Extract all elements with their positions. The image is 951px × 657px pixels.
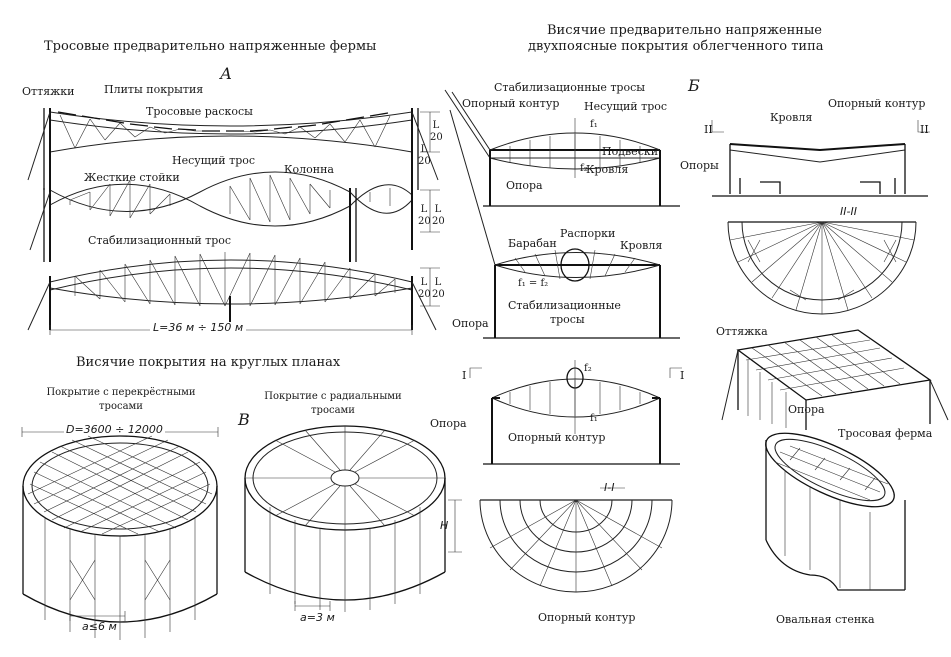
oval-wall-axonometric: [765, 432, 906, 591]
section-1-plan: [479, 487, 673, 593]
cable-truss-diagram-c: [27, 252, 440, 335]
ratio-3-top: L: [420, 204, 428, 215]
double-chord-diagram-2: [449, 109, 680, 339]
letter-a: А: [220, 64, 233, 83]
ratio-4-top: L: [434, 204, 442, 215]
label-support-contour-2: Опорный контур: [508, 431, 606, 444]
ratio-4-bottom: 20: [432, 216, 445, 227]
label-drum: Барабан: [508, 237, 557, 250]
letter-v: В: [238, 410, 250, 429]
ratio-6-bottom: 20: [432, 289, 445, 300]
label-column: Колонна: [284, 163, 334, 176]
label-cable-truss-right: Тросовая ферма: [838, 427, 933, 440]
label-guys: Оттяжки: [22, 85, 75, 98]
label-bearing-cable-middle: Несущий трос: [584, 100, 668, 113]
section-mark-ii-right: II: [920, 123, 929, 136]
heading-circular-plans: Висячие покрытия на круглых планах: [76, 355, 341, 370]
section-mark-left: I: [462, 369, 467, 382]
section-b-elevation: [711, 120, 930, 197]
heading-cable-trusses: Тросовые предварительно напряженные ферм…: [44, 39, 377, 54]
label-support-contour-3: Опорный контур: [538, 611, 636, 624]
label-support-3: Опора: [430, 417, 467, 430]
step-a-dimension: a≤6 м: [82, 620, 117, 633]
cross-cable-dome-drawing: [21, 427, 219, 640]
label-support-1: Опора: [506, 179, 543, 192]
ratio-1-top: L: [432, 120, 440, 131]
label-roofing-1: Кровля: [586, 163, 629, 176]
heading-suspended-double-1: Висячие предварительно напряженные: [547, 23, 822, 38]
radial-cable-dome-drawing: [244, 425, 462, 612]
label-stab-cable: Стабилизационный трос: [88, 234, 232, 247]
step-b-dimension: a=3 м: [300, 611, 335, 624]
label-support-contour-right: Опорный контур: [828, 97, 926, 110]
label-stab-cables-2-line-1: Стабилизационные: [508, 299, 621, 312]
section-2-plan: [727, 221, 917, 315]
ratio-1-bottom: 20: [430, 132, 443, 143]
label-supports-right: Опоры: [680, 159, 719, 172]
label-support-right: Опора: [788, 403, 825, 416]
label-stab-cables-top: Стабилизационные тросы: [494, 81, 646, 94]
cross-title-line-2: тросами: [99, 401, 143, 412]
label-roofing-right: Кровля: [770, 111, 813, 124]
double-chord-diagram-3: [469, 360, 682, 465]
label-support-2: Опора: [452, 317, 489, 330]
ratio-2-top: L: [420, 144, 428, 155]
radial-title-line-1: Покрытие с радиальными: [264, 391, 402, 402]
label-struts: Распорки: [560, 227, 616, 240]
label-guy-right: Оттяжка: [716, 325, 768, 338]
span-dimension: L=36 м ÷ 150 м: [150, 322, 247, 333]
label-f1-top: f₁: [590, 119, 598, 130]
label-f2-top: f₂: [580, 163, 588, 174]
label-support-contour-1: Опорный контур: [462, 97, 560, 110]
diameter-dimension: D=3600 ÷ 12000: [64, 423, 165, 436]
label-roofing-2: Кровля: [620, 239, 663, 252]
ratio-5-top: L: [420, 277, 428, 288]
cable-truss-diagram-b: [29, 171, 440, 262]
section-mark-ii-left: II: [704, 123, 713, 136]
height-dimension: H: [440, 519, 449, 532]
section-2-label: II-II: [840, 205, 857, 218]
label-bearing-cable: Несущий трос: [172, 154, 256, 167]
section-1-label: I-I: [604, 481, 615, 494]
label-f2-bottom: f₂: [584, 363, 592, 374]
label-stab-cables-2-line-2: тросы: [550, 313, 585, 326]
ratio-3-bottom: 20: [418, 216, 431, 227]
label-f-equal: f₁ = f₂: [518, 278, 549, 289]
ratio-2-bottom: 20: [418, 156, 431, 167]
label-oval-wall: Овальная стенка: [776, 613, 875, 626]
truss-shed-axonometric: [721, 329, 949, 430]
label-rigid-posts: Жесткие стойки: [84, 171, 180, 184]
cable-truss-diagram-a: [27, 108, 440, 190]
ratio-6-top: L: [434, 277, 442, 288]
label-roof-slabs: Плиты покрытия: [104, 83, 204, 96]
section-mark-right: I: [680, 369, 685, 382]
letter-b: Б: [688, 76, 700, 95]
radial-title-line-2: тросами: [311, 405, 355, 416]
double-chord-diagram-1: [444, 89, 680, 207]
cross-title-line-1: Покрытие с перекрёстными: [46, 387, 196, 398]
label-f1-bottom: f₁: [590, 413, 598, 424]
label-hangers: Подвески: [602, 145, 659, 158]
heading-suspended-double-2: двухпоясные покрытия облегченного типа: [528, 39, 824, 54]
label-cable-braces: Тросовые раскосы: [146, 105, 253, 118]
ratio-5-bottom: 20: [418, 289, 431, 300]
